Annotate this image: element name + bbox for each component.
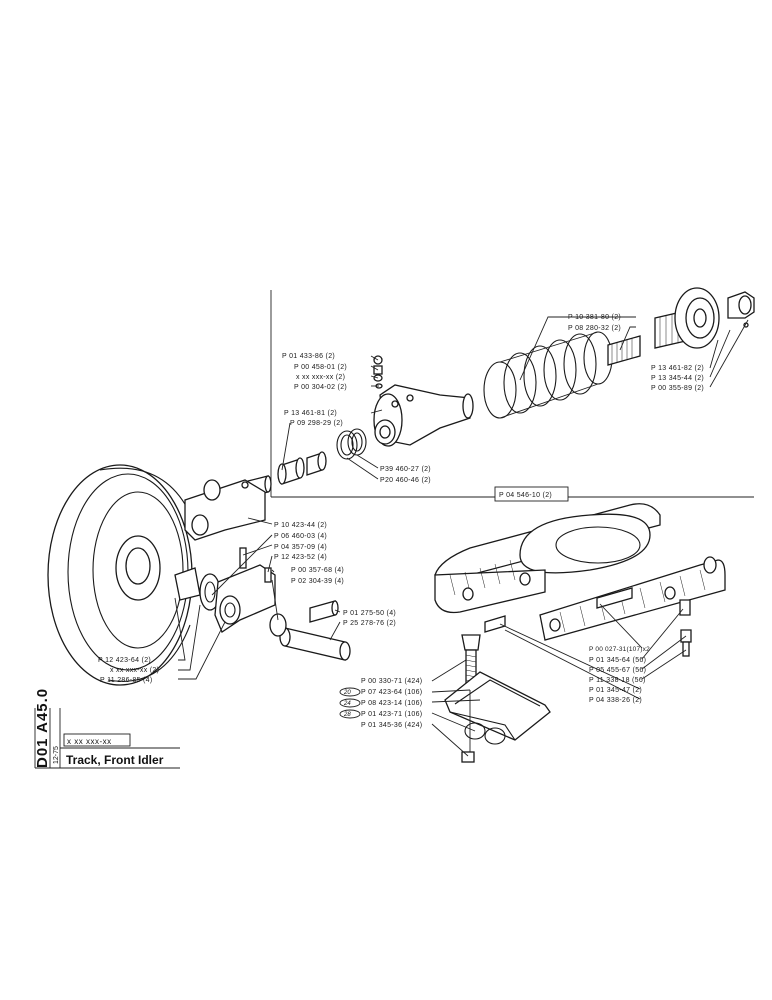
part-label: P 11 286-85 (4) (100, 677, 153, 684)
part-label: P 06 460-03 (4) (274, 533, 327, 540)
track-chain-drawing (434, 503, 726, 657)
part-label: P 00 304-02 (2) (294, 384, 347, 391)
part-label: P39 460-27 (2) (380, 466, 431, 473)
document-title: Track, Front Idler (66, 753, 164, 767)
part-label: P 08 280-32 (2) (568, 325, 621, 332)
front-idler-wheel (47, 464, 196, 686)
part-label: P 00 027-31(107)x2 (589, 646, 650, 653)
part-label: P 25 278-76 (2) (343, 620, 396, 627)
part-label: P 00 357-68 (4) (291, 567, 344, 574)
ident-number: x xx xxx-xx (67, 737, 112, 746)
part-label: P 01 275-50 (4) (343, 610, 396, 617)
part-label: P 13 461-82 (2) (651, 365, 704, 372)
circled-item-numbers: 20 24 28 (339, 687, 361, 719)
track-shoe-drawing (444, 634, 551, 763)
pins-and-shaft (269, 600, 351, 661)
part-label: P 01 345-64 (56) (589, 657, 646, 664)
circled-number: 24 (343, 701, 351, 707)
part-label: P 00 458-01 (2) (294, 364, 347, 371)
part-label: P 13 461-81 (2) (284, 410, 337, 417)
leader-lines (174, 316, 749, 757)
part-label: P 04 338-26 (2) (589, 697, 642, 704)
seals-and-bushings (247, 428, 367, 498)
part-label: P20 460-46 (2) (380, 477, 431, 484)
part-label: P 00 355-89 (2) (651, 385, 704, 392)
part-label: P 11 338-18 (56) (589, 677, 646, 684)
part-label: P 04 546-10 (2) (499, 492, 552, 499)
idler-bracket (174, 479, 276, 633)
assembly-frame (270, 290, 754, 502)
circled-number: 28 (343, 712, 351, 718)
part-label: P 08 423-14 (106) (361, 700, 422, 707)
part-label: P 00 330-71 (424) (361, 678, 422, 685)
part-label: P 01 345-47 (2) (589, 687, 642, 694)
part-label: P 07 423-64 (106) (361, 689, 422, 696)
title-block: D01 A45.0 12-75 x xx xxx-xx Track, Front… (34, 688, 180, 769)
part-label: P 02 304-39 (4) (291, 578, 344, 585)
part-label: P 01 423-71 (106) (361, 711, 422, 718)
part-label: P 12 423-64 (2) (98, 657, 151, 664)
circled-number: 20 (343, 690, 351, 696)
document-code: D01 A45.0 (34, 688, 51, 768)
part-number-labels: P 10 381-80 (2) P 08 280-32 (2) P 13 461… (98, 314, 704, 729)
part-label: P 10 423-44 (2) (274, 522, 327, 529)
part-label: x xx xxx-xx (2) (110, 667, 159, 674)
part-label: P 01 433-86 (2) (282, 353, 335, 360)
coil-spring (483, 331, 613, 419)
part-label: x xx xxx-xx (2) (296, 374, 345, 381)
spring-assembly-drawing (373, 287, 755, 447)
part-label: P 09 298-29 (2) (290, 420, 343, 427)
document-version: 12-75 (53, 746, 60, 764)
part-label: P 13 345-44 (2) (651, 375, 704, 382)
part-label: P 12 423-52 (4) (274, 554, 327, 561)
part-label: P 01 345-36 (424) (361, 722, 422, 729)
part-label: P 10 381-80 (2) (568, 314, 621, 321)
part-label: P 05 455-67 (56) (589, 667, 646, 674)
part-label: P 04 357-09 (4) (274, 544, 327, 551)
